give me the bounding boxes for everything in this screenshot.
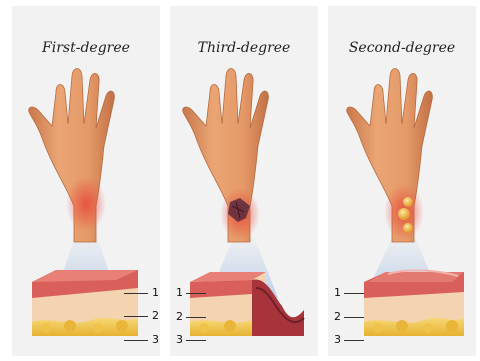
layer-label-1: 1 [152, 287, 159, 299]
third-degree-hand-illustration [170, 6, 318, 356]
label-leader-3 [344, 340, 364, 341]
layer-label-1: 1 [334, 287, 341, 299]
panel1-label-leader-2 [124, 316, 148, 317]
panel-second-degree: Second-degree 1 2 3 [328, 6, 476, 356]
layer-label-2: 2 [176, 311, 183, 323]
layer-label-1: 1 [176, 287, 183, 299]
label-leader-1 [186, 293, 206, 294]
first-degree-hand-illustration [12, 6, 160, 356]
label-leader-1 [344, 293, 364, 294]
label-leader-2 [344, 317, 364, 318]
second-degree-hand-illustration [328, 6, 476, 356]
panel1-layer-label-3: 3 [152, 334, 159, 346]
label-leader-3 [186, 340, 206, 341]
layer-label-2: 2 [334, 311, 341, 323]
layer-label-3: 3 [334, 334, 341, 346]
panel1-label-leader-3 [124, 340, 148, 341]
panel-first-degree: First-degree 1 [12, 6, 160, 356]
panel1-layer-label-2: 2 [152, 310, 159, 322]
label-leader-2 [186, 317, 206, 318]
label-leader-1 [124, 293, 148, 294]
panel-third-degree: Third-degree 1 2 3 [170, 6, 318, 356]
layer-label-3: 3 [176, 334, 183, 346]
